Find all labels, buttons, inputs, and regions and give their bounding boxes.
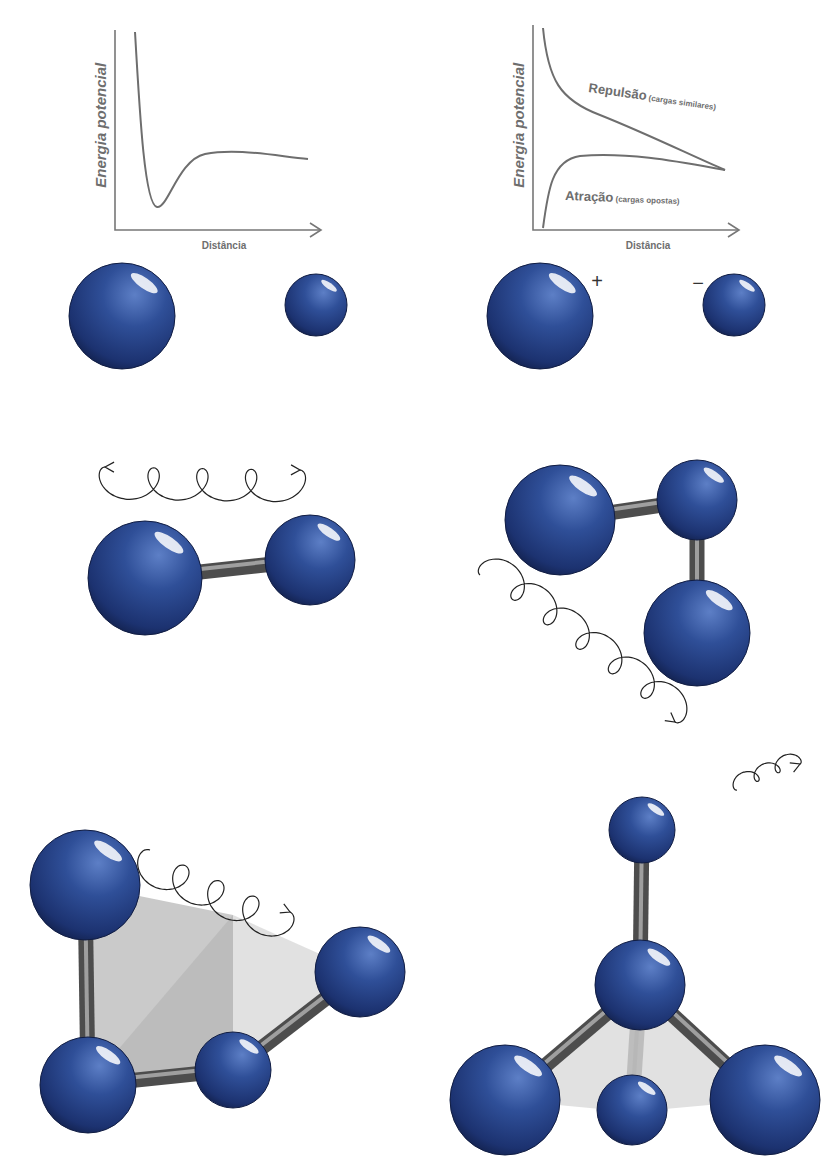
atom-body [450, 1045, 560, 1155]
axis-label: Energia potencial [94, 62, 111, 187]
atom-sphere [597, 1075, 667, 1145]
atom-sphere [30, 830, 140, 940]
atom-highlight [128, 270, 160, 297]
atom-body [285, 274, 347, 336]
atom-sphere [710, 1045, 820, 1155]
spring-arrowhead [790, 763, 800, 772]
atom-body [69, 263, 175, 369]
atom-body [487, 263, 593, 369]
atom-highlight [511, 1052, 544, 1080]
atom-highlight [646, 801, 666, 818]
spring-arrowhead [280, 904, 290, 913]
curve-label: Repulsão (cargas similares) [587, 81, 717, 113]
atom-highlight [94, 1043, 123, 1067]
atom-body [703, 274, 765, 336]
atom-body [315, 927, 405, 1017]
spring-arrowhead [291, 465, 300, 475]
atom-sphere [703, 274, 765, 336]
atom-highlight [546, 270, 578, 297]
atom-body [40, 1037, 136, 1133]
atom-body [710, 1045, 820, 1155]
axis-label: Distância [626, 240, 670, 251]
atom-sphere [195, 1032, 271, 1108]
axis-line [115, 30, 320, 230]
vibration-spring [478, 559, 687, 723]
atom-highlight [645, 946, 672, 969]
bonds [85, 497, 765, 1110]
atom-body [88, 521, 202, 635]
atom-sphere [40, 1037, 136, 1133]
vibration-spring [733, 754, 801, 790]
atom-highlight [703, 587, 735, 614]
charge-sign: + [591, 270, 603, 292]
atom-sphere [487, 263, 593, 369]
atom-highlight [365, 933, 392, 956]
atom-sphere [505, 465, 615, 575]
atom-body [597, 1075, 667, 1145]
atom-highlight [636, 1079, 657, 1097]
atom-highlight [237, 1037, 260, 1056]
atom-sphere [595, 940, 685, 1030]
energy-curves [135, 28, 725, 228]
atom-sphere [69, 263, 175, 369]
atom-highlight [152, 528, 187, 557]
atom-sphere [265, 515, 355, 605]
atom-body [595, 940, 685, 1030]
axis-line [533, 25, 738, 230]
atom-highlight [771, 1052, 804, 1080]
atom-sphere [88, 521, 202, 635]
molecule-planes [85, 885, 765, 1112]
axis-label: Distância [202, 240, 246, 251]
atom-sphere [450, 1045, 560, 1155]
atom-body [657, 460, 737, 540]
vibration-spring [138, 850, 294, 937]
atom-body [195, 1032, 271, 1108]
atom-body [505, 465, 615, 575]
atom-body [644, 580, 750, 686]
atom-highlight [566, 472, 599, 500]
axis-arrowhead [310, 223, 321, 237]
spring-arrowhead [105, 462, 114, 472]
atom-sphere [609, 797, 675, 863]
atom-highlight [91, 837, 124, 865]
repulsion-curve [543, 28, 725, 170]
atom-highlight [738, 278, 757, 294]
atom-sphere [644, 580, 750, 686]
atom-sphere [315, 927, 405, 1017]
curve-label: Atração (cargas opostas) [564, 189, 679, 207]
vibration-springs [99, 462, 801, 936]
atom-body [30, 830, 140, 940]
charge-sign: − [692, 272, 704, 294]
atom-sphere [285, 274, 347, 336]
vibration-spring [99, 467, 305, 502]
atom-body [609, 797, 675, 863]
attraction-curve [543, 155, 725, 228]
potential-curve [135, 32, 308, 207]
atoms [30, 263, 820, 1155]
atom-body [265, 515, 355, 605]
atom-highlight [320, 278, 339, 294]
spring-arrowhead [665, 713, 675, 722]
axis-arrowhead [728, 223, 739, 237]
atom-sphere [657, 460, 737, 540]
chart-axes [115, 25, 739, 237]
atom-highlight [702, 465, 726, 485]
atom-highlight [315, 521, 342, 544]
axis-label: Energia potencial [512, 62, 529, 187]
